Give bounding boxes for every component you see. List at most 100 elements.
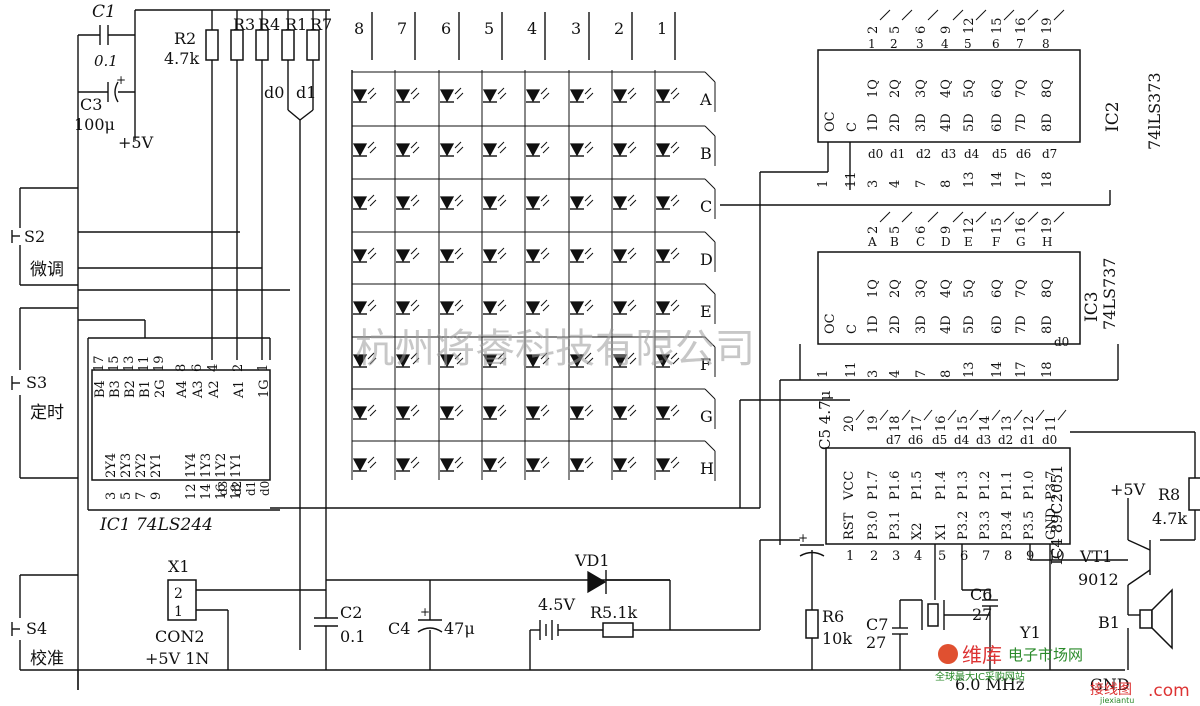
ic4-top-pin: 15	[956, 415, 971, 432]
switch-s2[interactable]: S2 微调	[11, 187, 78, 286]
ic3-d-label: 8D	[1040, 315, 1055, 334]
matrix-row-bend	[704, 283, 716, 295]
led-icon	[395, 354, 411, 368]
c4-label: C4	[388, 619, 410, 638]
ic2-in-pin: 8	[1042, 37, 1050, 51]
led-icon	[525, 354, 541, 368]
led-icon	[525, 458, 541, 472]
switch-s4[interactable]: S4 校准	[11, 574, 78, 671]
ic1-pin-label: B1	[138, 380, 153, 398]
battery-value: 4.5V	[538, 595, 575, 614]
ic3-c-label: C	[845, 324, 860, 334]
ic4-top-label: P3.7	[1044, 471, 1059, 500]
ic3-seg-label: B	[890, 235, 899, 249]
led-ray	[586, 357, 594, 365]
ic1-pin: 19	[152, 355, 167, 372]
ic2-bot-pin: 4	[888, 180, 903, 188]
ic1-pin-label: 1G	[257, 379, 272, 398]
ic2-name: IC2	[1103, 101, 1123, 132]
ic3-74ls737: 2A1Q1D5B2Q2D6C3Q3D9D4Q4D12E5Q5D15F6Q6D16…	[816, 211, 1119, 378]
led-ray	[410, 404, 418, 412]
led-ray	[670, 299, 678, 307]
ic2-bus: d2	[916, 147, 931, 161]
led-ray	[454, 404, 462, 412]
ic3-stub	[901, 211, 913, 223]
svg-text:1: 1	[174, 604, 183, 620]
led-ray	[586, 252, 594, 260]
led-ray	[629, 199, 637, 207]
led-icon	[525, 249, 541, 263]
switch-s3[interactable]: S3 定时	[11, 307, 78, 479]
ic4-top-pin: 16	[934, 415, 949, 432]
led-ray	[367, 247, 375, 255]
c2-label: C2	[340, 603, 362, 622]
ic4-bot-pin: 4	[914, 549, 922, 564]
led-icon	[525, 406, 541, 420]
ic1-out-pin: 9	[149, 492, 164, 500]
r6-label: R6	[822, 607, 844, 626]
ic1-out-label: 1Y4	[184, 453, 199, 478]
ic4-stub	[879, 409, 889, 421]
led-ray	[670, 352, 678, 360]
led-ray	[627, 352, 635, 360]
led-ray	[499, 409, 507, 417]
ic1-data-label: d2	[230, 481, 244, 496]
led-icon	[395, 458, 411, 472]
s2-ref: S2	[24, 227, 45, 246]
led-ray	[540, 352, 548, 360]
r7-label: R7	[310, 15, 332, 34]
ic3-d-label: 4D	[939, 315, 954, 334]
ic2-bus: d6	[1016, 147, 1031, 161]
led-icon	[439, 249, 455, 263]
ic3-bot-pin: 13	[962, 361, 977, 378]
led-icon	[439, 89, 455, 103]
led-ray	[627, 87, 635, 95]
led-ray	[412, 199, 420, 207]
ic3-top-pin: 5	[888, 226, 903, 234]
ic3-bot-pin: 4	[888, 370, 903, 378]
led-ray	[627, 194, 635, 202]
led-icon	[655, 354, 671, 368]
matrix-row-E: E	[700, 302, 712, 321]
led-icon	[482, 143, 498, 157]
led-icon	[352, 301, 368, 315]
ic2-bot-pin: 7	[914, 180, 929, 188]
ic4-data-label: d1	[1020, 433, 1035, 447]
led-icon	[482, 249, 498, 263]
led-icon	[569, 301, 585, 315]
d0-label: d0	[264, 83, 284, 102]
led-ray	[629, 357, 637, 365]
led-icon	[439, 354, 455, 368]
ic3-top-pin: 19	[1040, 217, 1055, 234]
logo-e: .com	[1148, 681, 1190, 701]
ic2-q-label: 3Q	[914, 79, 929, 98]
ic2-q-label: 4Q	[939, 79, 954, 98]
led-ray	[542, 357, 550, 365]
led-ray	[584, 456, 592, 464]
led-ray	[672, 92, 680, 100]
ic1-name: IC1 74LS244	[99, 515, 213, 535]
ic3-d-label: 7D	[1014, 315, 1029, 334]
ic4-bot-pin: 3	[892, 549, 900, 564]
ic1-out-pin: 7	[134, 492, 149, 500]
ic1-out-label: 1Y3	[199, 453, 214, 478]
ic4-top-pin: 18	[888, 415, 903, 432]
ic2-q-label: 6Q	[990, 79, 1005, 98]
ic2-top-pin: 2	[866, 26, 881, 34]
bottom-components: 2 1 X1 CON2 +5V 1N C2 0.1 + C4 47μ VD1	[77, 390, 1200, 694]
led-ray	[672, 199, 680, 207]
led-ray	[584, 404, 592, 412]
ic4-data-label: d4	[954, 433, 970, 447]
led-ray	[454, 141, 462, 149]
led-icon	[525, 196, 541, 210]
led-icon	[525, 89, 541, 103]
ic3-top-pin: 12	[962, 217, 977, 234]
ic3-oc-label: OC	[823, 313, 838, 334]
led-ray	[412, 357, 420, 365]
led-ray	[412, 252, 420, 260]
ic2-bot-pin: 18	[1040, 171, 1055, 188]
led-ray	[629, 92, 637, 100]
ic2-stub	[1053, 9, 1065, 21]
ic4-top-label: P1.0	[1022, 471, 1037, 500]
